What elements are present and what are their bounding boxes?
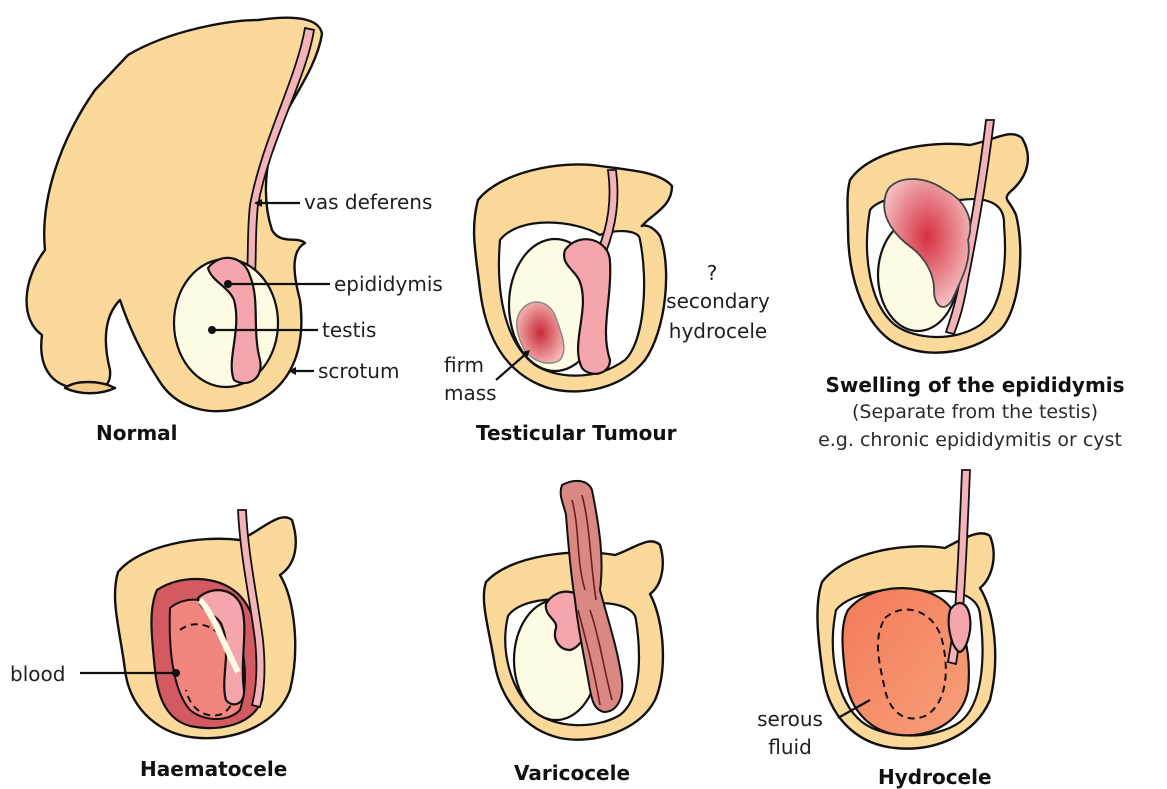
dot-blood <box>172 669 180 677</box>
label-scrotum: scrotum <box>318 359 399 383</box>
panel-testicular-tumour <box>474 164 672 391</box>
panel-normal <box>27 18 322 411</box>
title-epididymal-swelling: Swelling of the epididymis <box>825 373 1124 397</box>
labels-varicocele: Varicocele <box>514 761 630 785</box>
label-serous: serous <box>757 707 823 731</box>
dot-epididymis <box>224 280 232 288</box>
title-varicocele: Varicocele <box>514 761 630 785</box>
title-testicular-tumour: Testicular Tumour <box>476 421 677 445</box>
subtitle-separate: (Separate from the testis) <box>852 401 1098 423</box>
normal-scrotum-penis-outline <box>27 18 322 411</box>
normal-glans <box>65 382 115 393</box>
label-blood: blood <box>10 662 65 686</box>
subtitle-example: e.g. chronic epididymitis or cyst <box>818 429 1122 451</box>
label-question-mark: ? <box>707 261 718 285</box>
title-normal: Normal <box>96 421 178 445</box>
title-haematocele: Haematocele <box>140 757 287 781</box>
label-secondary: secondary <box>666 289 770 313</box>
label-vas-deferens: vas deferens <box>304 190 432 214</box>
label-hydrocele-sec: hydrocele <box>669 319 767 343</box>
labels-epididymal-swelling: Swelling of the epididymis (Separate fro… <box>818 373 1124 451</box>
dot-testis <box>208 326 216 334</box>
label-testis: testis <box>322 318 376 342</box>
panel-varicocele <box>484 481 663 740</box>
label-firm: firm <box>444 353 484 377</box>
panel-haematocele <box>115 510 296 738</box>
label-fluid: fluid <box>768 735 812 759</box>
title-hydrocele: Hydrocele <box>878 765 992 789</box>
label-mass: mass <box>444 381 497 405</box>
panel-epididymal-swelling <box>848 120 1028 353</box>
label-epididymis: epididymis <box>334 272 443 296</box>
panel-hydrocele <box>817 470 995 749</box>
